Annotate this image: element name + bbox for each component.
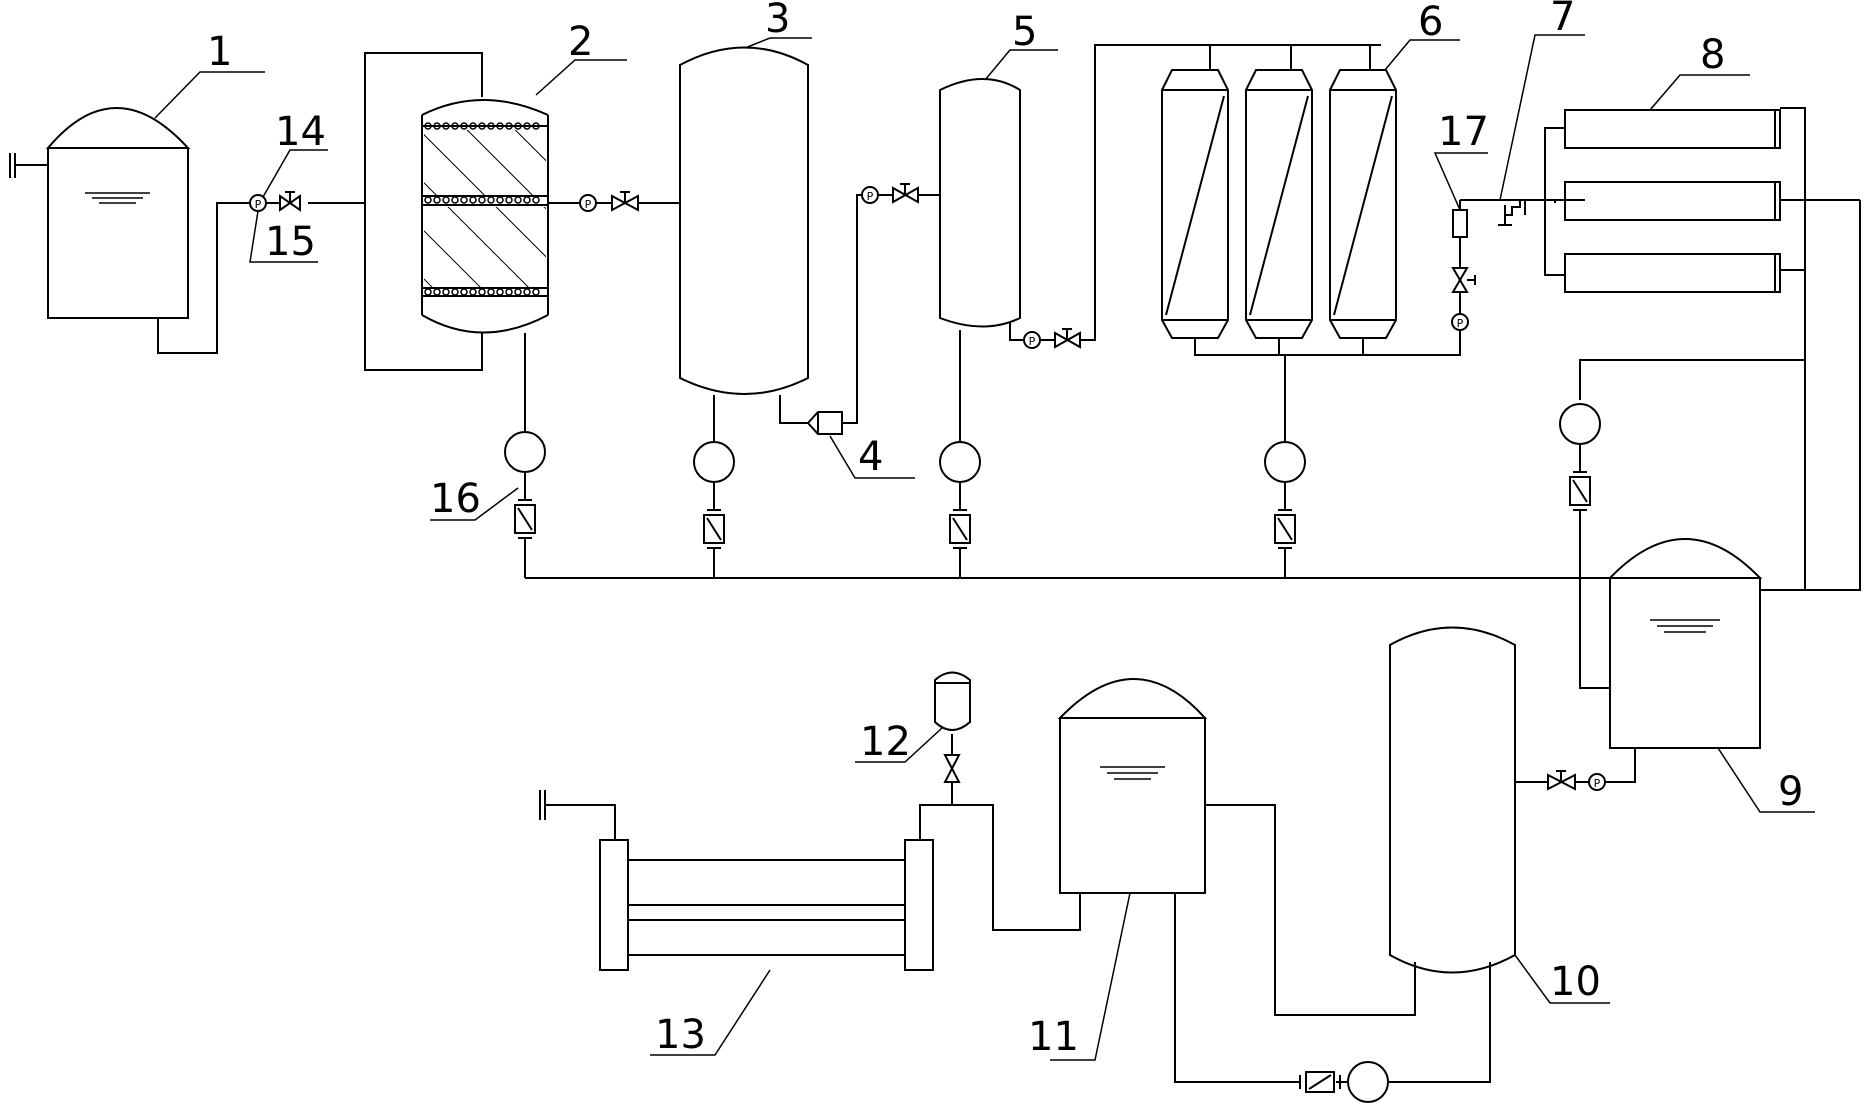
label-9: 9 xyxy=(1778,769,1803,815)
pipe-tank5-to-columns6 xyxy=(1009,44,1381,341)
electrolysis-cell-13 xyxy=(539,790,934,971)
pressure-gauge: P xyxy=(1023,331,1041,349)
pressure-gauge: P xyxy=(861,186,879,204)
tower-3 xyxy=(679,46,809,395)
drain-pump xyxy=(1264,355,1306,578)
tower-10 xyxy=(1389,626,1516,974)
drain-pump xyxy=(939,330,981,578)
pipe-tank1-to-filter2 xyxy=(157,202,365,354)
svg-text:P: P xyxy=(1457,317,1464,330)
cartridge-filter-4 xyxy=(779,194,862,435)
pipe-tank11-to-cell13 xyxy=(919,804,1081,931)
pressure-gauge: P xyxy=(579,194,597,212)
valve xyxy=(1054,328,1081,349)
label-4: 4 xyxy=(858,434,883,480)
tank-5 xyxy=(939,78,1021,328)
label-14: 14 xyxy=(275,109,326,155)
device-17 xyxy=(1452,200,1468,238)
label-12: 12 xyxy=(860,719,911,765)
svg-text:P: P xyxy=(585,198,592,211)
valve-vertical xyxy=(1451,237,1476,314)
svg-text:P: P xyxy=(255,198,262,211)
label-8: 8 xyxy=(1700,32,1725,78)
filter-2 xyxy=(364,52,549,371)
valve xyxy=(878,183,940,204)
label-5: 5 xyxy=(1012,9,1037,55)
part-labels: 1 2 3 4 5 6 7 8 9 10 11 12 13 14 15 16 1… xyxy=(207,0,1803,1060)
label-10: 10 xyxy=(1550,959,1601,1005)
membrane-modules-8 xyxy=(1564,109,1781,293)
drain-pump xyxy=(1559,403,1610,689)
pipe-tower10-to-tank11 xyxy=(1174,804,1491,1083)
label-16: 16 xyxy=(430,476,481,522)
valve-15 xyxy=(266,191,301,212)
pressure-gauge: P xyxy=(1588,773,1606,791)
dosing-tank-12 xyxy=(934,671,971,805)
column-6c xyxy=(1329,69,1397,339)
label-7: 7 xyxy=(1550,0,1575,40)
column-6a xyxy=(1161,69,1229,339)
leader-lines xyxy=(154,34,1815,1061)
pipe-to-membranes-8 xyxy=(1460,107,1861,591)
label-6: 6 xyxy=(1418,0,1443,45)
label-11: 11 xyxy=(1028,1014,1079,1060)
valve xyxy=(611,191,639,212)
label-2: 2 xyxy=(568,19,593,65)
label-17: 17 xyxy=(1438,109,1489,155)
drain-pump xyxy=(693,395,735,578)
tank-9 xyxy=(1607,538,1763,749)
valve xyxy=(1547,770,1576,791)
pipe-tank9-to-tower10 xyxy=(1515,748,1636,783)
tank-1 xyxy=(9,107,191,319)
column-6b xyxy=(1245,69,1313,339)
tank-11 xyxy=(1057,678,1208,894)
label-1: 1 xyxy=(207,29,232,75)
ion-exchange-columns-6 xyxy=(1161,69,1461,356)
pressure-gauge-14: P xyxy=(249,194,267,212)
pressure-gauge: P xyxy=(1451,313,1469,331)
svg-text:P: P xyxy=(867,190,874,203)
flow-indicator-7 xyxy=(1498,199,1526,226)
drain-pump-16 xyxy=(504,333,546,578)
circulation-pump xyxy=(1299,1061,1389,1103)
label-15: 15 xyxy=(265,219,316,265)
svg-text:P: P xyxy=(1029,335,1036,348)
label-13: 13 xyxy=(655,1012,706,1058)
svg-text:P: P xyxy=(1594,777,1601,790)
label-3: 3 xyxy=(765,0,790,42)
